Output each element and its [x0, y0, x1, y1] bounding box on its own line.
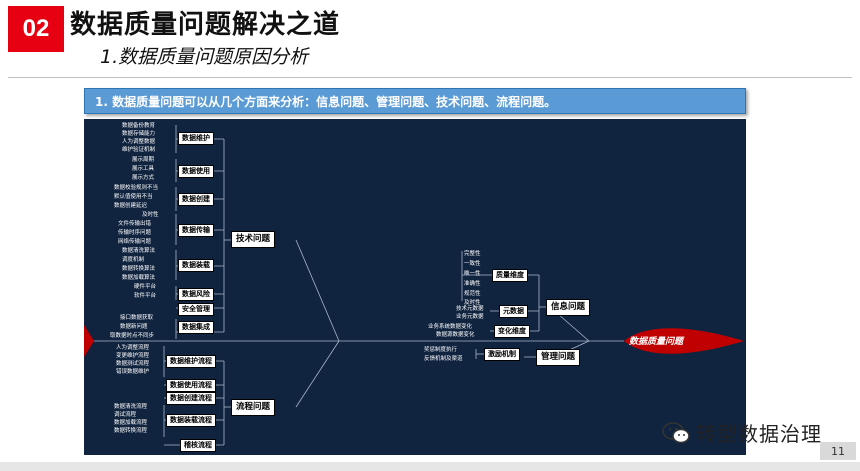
cause-label: 规范性	[464, 291, 481, 297]
cause-label: 反馈机制及渠道	[424, 356, 463, 362]
sub-tech-transfer: 数据传输	[178, 224, 214, 237]
cause-label: 调试流程	[114, 412, 137, 418]
cause-label: 取数据时点不同步	[110, 333, 155, 339]
cause-label: 网络传输问题	[118, 239, 152, 245]
cause-label: 数据源数据变化	[436, 332, 475, 338]
cause-label: 一致性	[464, 261, 481, 267]
cause-label: 技术元数据	[456, 306, 484, 312]
page-title: 数据质量问题解决之道	[70, 10, 341, 40]
cause-label: 展示工具	[132, 166, 155, 172]
sub-tech-load: 数据装载	[178, 259, 214, 272]
category-process: 流程问题	[231, 399, 276, 416]
cause-label: 唯一性	[464, 271, 481, 277]
sub-mgmt-incentive: 激励机制	[484, 348, 520, 361]
section-number-badge: 02	[8, 6, 64, 52]
cause-label: 数据加载流程	[114, 420, 148, 426]
fish-head-label: 数据质量问题	[629, 337, 684, 347]
watermark-text: 转型数据治理	[696, 422, 822, 446]
sub-process-maintain: 数据维护流程	[166, 355, 216, 368]
cause-label: 展示方式	[132, 175, 155, 181]
sub-process-load: 数据装载流程	[166, 414, 216, 427]
cause-label: 人为调整数据	[122, 139, 156, 145]
cause-label: 及时性	[142, 212, 159, 218]
cause-label: 人为调整流程	[116, 345, 150, 351]
cause-label: 数据备份教育	[122, 123, 156, 129]
sub-tech-create: 数据创建	[178, 193, 214, 206]
sub-process-audit: 稽核流程	[180, 439, 216, 452]
category-tech: 技术问题	[231, 231, 276, 248]
sub-tech-risk: 数据风险	[178, 288, 214, 301]
fish-tail-shape	[84, 325, 94, 357]
page-subtitle: 1.数据质量问题原因分析	[100, 46, 309, 68]
category-info: 信息问题	[546, 299, 591, 316]
cause-label: 数据创建延迟	[114, 203, 148, 209]
cause-label: 展示周期	[132, 157, 155, 163]
cause-label: 接口数据获取	[120, 315, 154, 321]
watermark: 转型数据治理	[662, 418, 822, 447]
cause-label: 软件平台	[134, 293, 157, 299]
cause-label: 硬件平台	[134, 284, 157, 290]
sub-tech-security: 安全管理	[178, 303, 214, 316]
cause-label: 数据测试流程	[116, 361, 150, 367]
cause-label: 完整性	[464, 251, 481, 257]
cause-label: 变更维护流程	[116, 353, 150, 359]
fish-head-shape	[624, 328, 744, 354]
cause-label: 及时性	[464, 300, 481, 306]
cause-label: 传输时序问题	[118, 230, 152, 236]
sub-tech-integrate: 数据集成	[178, 321, 214, 334]
cause-label: 业务系统数据变化	[428, 324, 473, 330]
sub-info-dimension: 质量维度	[492, 269, 528, 282]
header-divider	[8, 77, 852, 78]
sub-tech-use: 数据使用	[178, 165, 214, 178]
fishbone-diagram: 数据质量问题 技术问题 流程问题 信息问题 管理问题 数据维护 数据使用 数据创…	[84, 119, 746, 455]
cause-label: 数据转换算法	[122, 266, 156, 272]
cause-label: 错误数据维护	[116, 369, 150, 375]
intro-banner: 1. 数据质量问题可以从几个方面来分析：信息问题、管理问题、技术问题、流程问题。	[84, 88, 746, 114]
sub-info-meta: 元数据	[499, 305, 528, 318]
cause-label: 数据转换流程	[114, 428, 148, 434]
category-mgmt: 管理问题	[536, 349, 581, 366]
cause-label: 准确性	[464, 281, 481, 287]
footer-bar	[0, 462, 860, 471]
page-number: 11	[820, 442, 856, 460]
cause-label: 数据清洗算法	[122, 248, 156, 254]
wechat-icon	[662, 421, 690, 443]
sub-tech-maintain: 数据维护	[178, 132, 214, 145]
sub-process-use: 数据使用流程	[166, 379, 216, 392]
cause-label: 业务元数据	[456, 314, 484, 320]
cause-label: 调度机制	[122, 257, 145, 263]
cause-label: 奖惩制度执行	[424, 347, 458, 353]
cause-label: 文件传输出错	[118, 221, 152, 227]
sub-process-create: 数据创建流程	[166, 392, 216, 405]
cause-label: 维护验证机制	[122, 147, 156, 153]
cause-label: 数据校验规则不当	[114, 185, 159, 191]
cause-label: 数据新问题	[120, 324, 148, 330]
cause-label: 默认值使用不当	[114, 194, 153, 200]
cause-label: 数据存储能力	[122, 131, 156, 137]
cause-label: 数据加载算法	[122, 275, 156, 281]
cause-label: 数据清洗流程	[114, 404, 148, 410]
sub-info-change: 变化维度	[494, 325, 530, 338]
